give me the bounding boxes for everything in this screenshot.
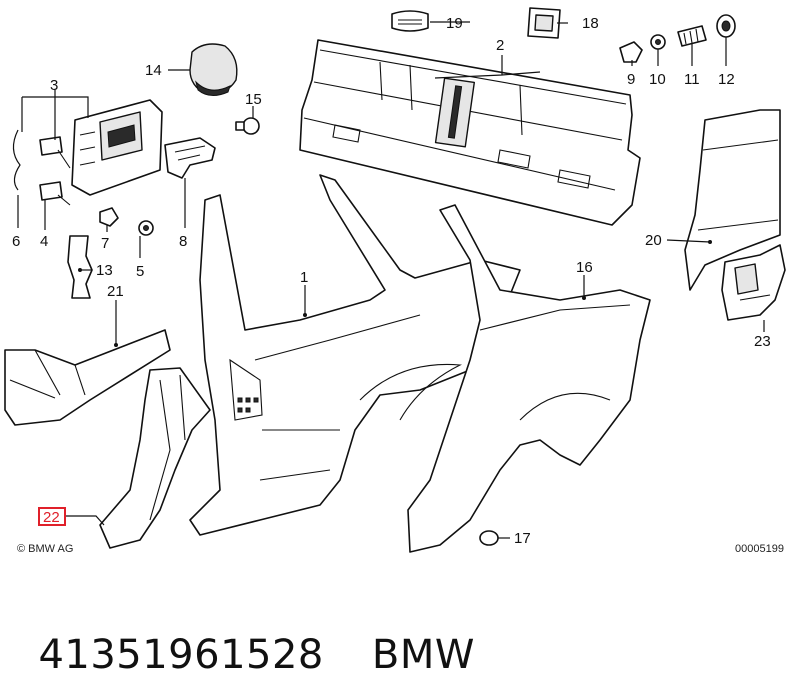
callout-13: 13 [96,262,113,279]
callout-21: 21 [107,283,124,300]
fuel-cap-part [189,43,238,96]
callout-20: 20 [645,232,662,249]
callout-10: 10 [649,71,666,88]
reinforcement-22-part [99,367,211,549]
bracket-8-part [164,137,216,179]
hinge-4-part [39,136,71,206]
seal-13-part [67,235,93,299]
callout-14: 14 [145,62,162,79]
fuel-flap-part [71,99,163,196]
parts-diagram: 1 2 3 4 5 6 7 8 9 10 11 12 13 14 15 16 1… [4,7,786,555]
part-number-label: 41351961528 [38,632,324,678]
fastener-stack-part [619,14,736,63]
bracket-23-part [721,244,786,321]
callout-22-highlight[interactable]: 22 [38,507,66,526]
callout-22-box [38,507,66,526]
copyright-label: © BMW AG [17,543,73,555]
callout-5: 5 [136,263,144,280]
footer-caption: 41351961528 BMW [12,586,792,678]
callout-22: 22 [43,509,60,526]
callout-16: 16 [576,259,593,276]
callout-1: 1 [300,269,308,286]
callout-7: 7 [101,235,109,252]
panel-21-part [4,329,171,426]
callout-15: 15 [245,91,262,108]
callout-18: 18 [582,15,599,32]
callout-3: 3 [50,77,58,94]
callout-23: 23 [754,333,771,350]
nut-7-part [99,207,119,227]
plug-17-part [479,530,499,546]
nut-5-part [138,220,154,236]
callout-11: 11 [684,71,700,88]
callout-4: 4 [40,233,48,250]
callout-17: 17 [514,530,531,547]
wing-20-part [684,109,781,291]
callout-9: 9 [627,71,635,88]
callout-19: 19 [446,15,463,32]
brand-label: BMW [371,632,475,678]
plug-15-part [235,117,260,135]
side-panel-16-part [407,204,651,553]
callout-6: 6 [12,233,20,250]
grommet-18-part [527,7,561,39]
spring-6-part [12,129,21,191]
callout-8: 8 [179,233,187,250]
image-code-label: 00005199 [735,543,784,555]
callout-12: 12 [718,71,735,88]
callout-2: 2 [496,37,504,54]
clip-19-part [391,10,429,32]
rear-panel-part [299,39,641,226]
callout-leaders [17,21,765,539]
